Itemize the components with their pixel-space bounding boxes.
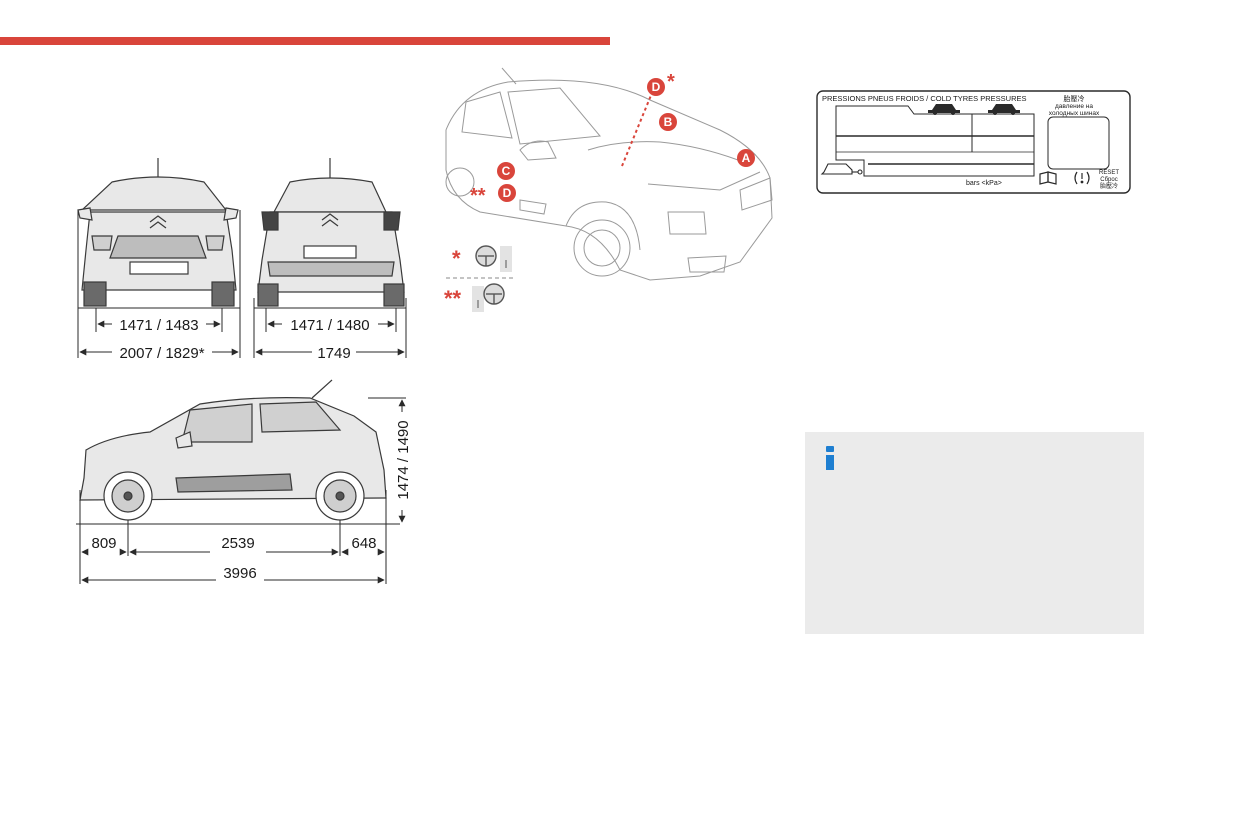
left-hand-drive-icon xyxy=(475,245,512,272)
tyre-pressure-label: PRESSIONS PNEUS FROIDS / COLD TYRES PRES… xyxy=(816,90,1131,194)
legend-double-mark: ** xyxy=(444,286,462,311)
front-view-car xyxy=(77,158,239,307)
tpms-warning-icon xyxy=(1074,171,1090,185)
front-width-label: 2007 / 1829* xyxy=(119,345,204,362)
wheelbase-label: 2539 xyxy=(221,535,254,552)
trailer-towing-icon xyxy=(820,163,863,175)
callout-b-label: B xyxy=(664,115,673,129)
tyre-label-units: bars <kPa> xyxy=(966,180,1002,187)
tyre-label-cjk: 胎壓冷 xyxy=(1064,94,1085,103)
tyre-label-reset-cjk: 胎壓冷 xyxy=(1100,182,1118,190)
callout-markers: D * B A C ** D xyxy=(470,71,755,207)
right-hand-drive-icon xyxy=(472,283,505,312)
callout-d-top-mark: * xyxy=(667,71,675,93)
rear-width-label: 1749 xyxy=(317,345,350,362)
dimension-lines xyxy=(76,210,407,584)
callout-d-top-marker xyxy=(647,78,665,96)
vin-pointer-line xyxy=(621,87,655,167)
header-accent-bar xyxy=(0,37,610,45)
length-label: 3996 xyxy=(223,565,256,582)
steering-position-legend: * ** xyxy=(444,245,516,312)
identification-locations-car xyxy=(445,67,773,281)
callout-d-side-mark: ** xyxy=(470,185,486,207)
info-note-box xyxy=(805,432,1144,634)
callout-c-label: C xyxy=(502,164,511,178)
tyre-label-ru-line1: давление на xyxy=(1055,103,1093,110)
legend-single-mark: * xyxy=(452,246,461,271)
front-track-label: 1471 / 1483 xyxy=(119,317,198,334)
rear-view-car xyxy=(257,158,405,307)
height-label: 1474 / 1490 xyxy=(395,420,412,499)
rear-overhang-label: 648 xyxy=(351,535,376,552)
callout-d-top-label: D xyxy=(652,80,661,94)
dimension-labels: 1471 / 1483 2007 / 1829* 1471 / 1480 174… xyxy=(91,317,412,582)
info-icon xyxy=(823,446,837,470)
callout-d-side-label: D xyxy=(503,186,512,200)
manual-book-icon xyxy=(1039,171,1057,185)
callout-c-marker xyxy=(497,162,515,180)
callout-a-marker xyxy=(737,149,755,167)
car-load-icon xyxy=(928,104,960,115)
side-view-car xyxy=(79,379,387,521)
callout-a-label: A xyxy=(742,151,751,165)
front-overhang-label: 809 xyxy=(91,535,116,552)
tyre-label-reset: RESET xyxy=(1099,170,1119,176)
tyre-label-reset-ru: Сброс xyxy=(1100,177,1117,183)
callout-b-marker xyxy=(659,113,677,131)
callout-d-side-marker xyxy=(498,184,516,202)
tyre-label-ru-line2: холодных шинах xyxy=(1049,110,1100,117)
rear-track-label: 1471 / 1480 xyxy=(290,317,369,334)
tyre-label-title: PRESSIONS PNEUS FROIDS / COLD TYRES PRES… xyxy=(822,94,1027,103)
